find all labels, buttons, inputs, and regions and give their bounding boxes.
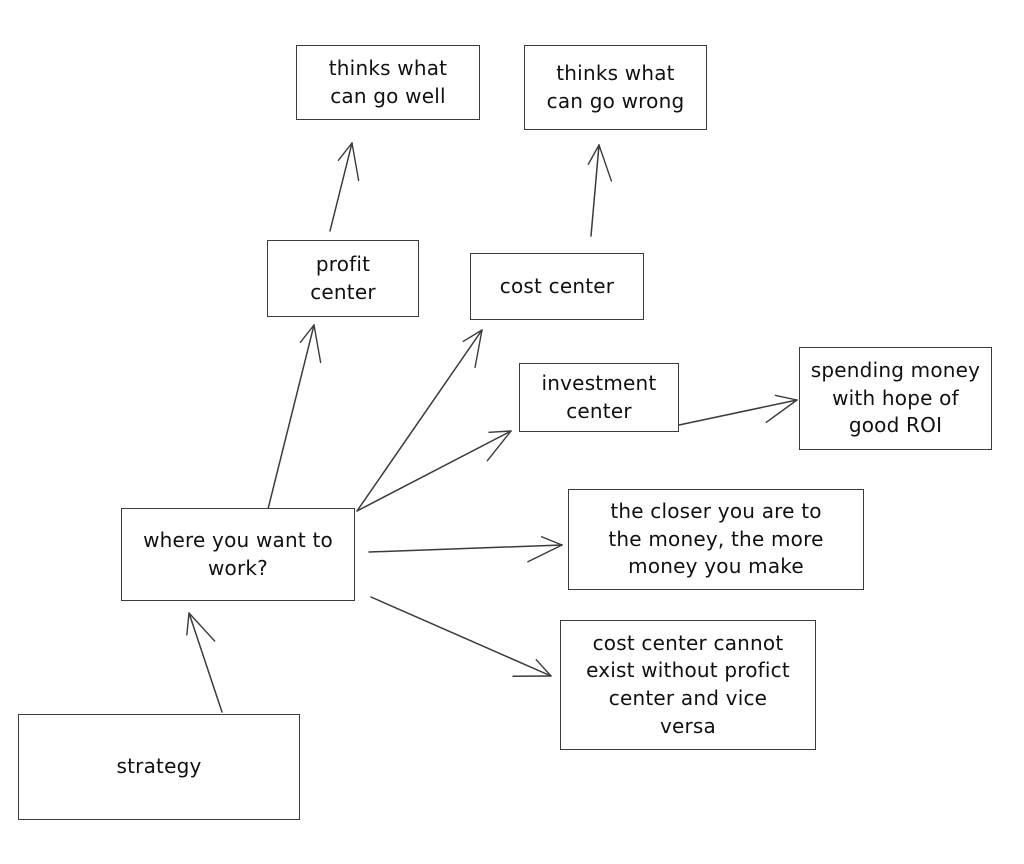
node-where-you-want-to-work[interactable]: where you want to work? xyxy=(121,508,355,601)
node-label: cost center xyxy=(499,273,615,298)
edge-profit-to-thinks-well xyxy=(329,142,360,232)
node-label: where you want to work? xyxy=(143,527,333,580)
edge-hub-to-investment xyxy=(356,430,512,512)
node-spending-money-roi[interactable]: spending money with hope of good ROI xyxy=(799,347,992,450)
node-investment-center[interactable]: investment center xyxy=(519,363,679,432)
node-closer-to-money[interactable]: the closer you are to the money, the mor… xyxy=(568,489,864,590)
node-label: spending money with hope of good ROI xyxy=(810,358,981,438)
edge-investment-to-spending xyxy=(678,394,798,426)
edge-hub-to-cost-needs-profit xyxy=(370,596,552,677)
node-label: cost center cannot exist without profict… xyxy=(586,630,790,738)
node-profit-center[interactable]: profit center xyxy=(267,240,419,317)
node-thinks-wrong[interactable]: thinks what can go wrong xyxy=(524,45,707,130)
node-strategy[interactable]: strategy xyxy=(18,714,300,820)
edge-strategy-to-hub xyxy=(186,612,223,713)
edge-hub-to-closer xyxy=(368,536,563,563)
node-label: strategy xyxy=(116,754,202,779)
node-label: profit center xyxy=(310,251,376,304)
edge-hub-to-cost xyxy=(356,329,483,512)
edge-hub-to-profit xyxy=(267,324,322,510)
node-cost-center-needs-profit-center[interactable]: cost center cannot exist without profict… xyxy=(560,620,816,750)
node-label: thinks what can go well xyxy=(328,55,448,108)
node-cost-center[interactable]: cost center xyxy=(470,253,644,320)
node-label: thinks what can go wrong xyxy=(546,60,685,113)
node-thinks-well[interactable]: thinks what can go well xyxy=(296,45,480,120)
node-label: investment center xyxy=(541,370,657,423)
edge-cost-to-thinks-wrong xyxy=(587,144,613,237)
node-label: the closer you are to the money, the mor… xyxy=(608,499,824,579)
